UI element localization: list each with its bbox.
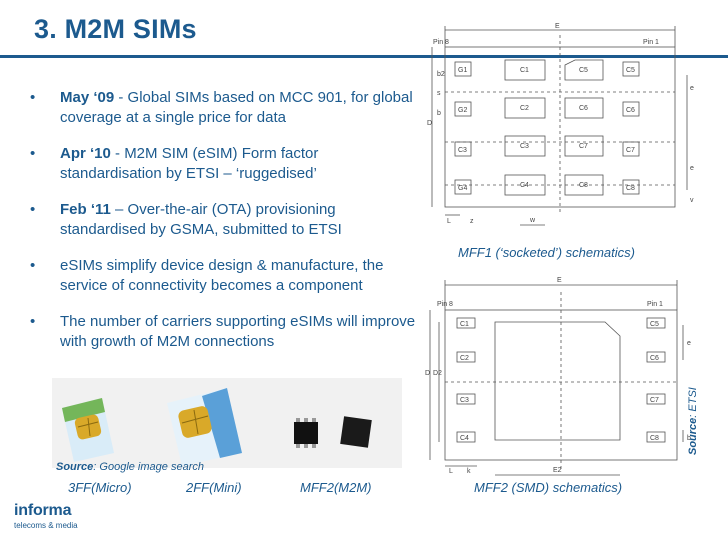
bullet-item: • The number of carriers supporting eSIMs… bbox=[22, 312, 422, 352]
mff2-dim: k bbox=[467, 468, 471, 475]
etsi-source-value: : ETSI bbox=[687, 387, 699, 418]
logo-subtitle: telecoms & media bbox=[14, 521, 78, 530]
informa-logo: informa bbox=[14, 502, 72, 519]
mff1-label-pin1: Pin 1 bbox=[643, 39, 659, 46]
mff1-dim: v bbox=[690, 197, 694, 204]
mff1-contact: C4 bbox=[520, 182, 529, 189]
mff2-pad: C5 bbox=[650, 321, 659, 328]
mff1-dim: e bbox=[690, 85, 694, 92]
mff1-dim: e bbox=[690, 165, 694, 172]
mff1-pad: C6 bbox=[626, 107, 635, 114]
bullet-symbol: • bbox=[30, 201, 36, 218]
mff2-label-pin8: Pin 8 bbox=[437, 301, 453, 308]
mff1-contact: C3 bbox=[520, 143, 529, 150]
mff2-dim: D2 bbox=[433, 370, 442, 377]
label-3ff: 3FF(Micro) bbox=[68, 480, 132, 495]
mff1-pad: G1 bbox=[458, 67, 467, 74]
mff2-pad: C7 bbox=[650, 397, 659, 404]
mff2-dim: b bbox=[687, 435, 691, 442]
bullet-symbol: • bbox=[30, 313, 36, 330]
mff2-pad: C4 bbox=[460, 435, 469, 442]
mff2-label-e: E bbox=[557, 277, 562, 284]
mff1-label-pin8: Pin 8 bbox=[433, 39, 449, 46]
mff2-pad: C8 bbox=[650, 435, 659, 442]
sim-photo-strip bbox=[52, 378, 402, 468]
slide-title: 3. M2M SIMs bbox=[34, 14, 197, 44]
mff1-pad: C7 bbox=[626, 147, 635, 154]
bullet-list: • May ‘09 - Global SIMs based on MCC 901,… bbox=[22, 88, 422, 368]
bullet-date: Apr ‘10 bbox=[60, 145, 111, 162]
bullet-item: • Feb ‘11 – Over-the-air (OTA) provisioni… bbox=[22, 200, 422, 240]
mff1-pad: G2 bbox=[458, 107, 467, 114]
mff1-dim: b bbox=[437, 110, 441, 117]
image-source-label: Source bbox=[56, 461, 94, 473]
bullet-text: - Global SIMs based on MCC 901, for glob… bbox=[60, 89, 413, 126]
mff1-schematic: E Pin 8 Pin 1 G1 G2 C3 G4 C5 C6 C7 C8 C1… bbox=[427, 23, 694, 226]
mff1-pad: C3 bbox=[458, 147, 467, 154]
mff1-dim: s bbox=[437, 90, 441, 97]
mff1-contact: C2 bbox=[520, 105, 529, 112]
mini-sim-image bbox=[167, 388, 242, 466]
mff2-dim: D bbox=[425, 370, 430, 377]
image-source-value: : Google image search bbox=[93, 461, 204, 473]
mff2-dim: L bbox=[449, 468, 453, 475]
mff2-schematic: E Pin 8 Pin 1 C1 C2 C3 C4 C5 C6 C7 C8 D … bbox=[425, 277, 691, 476]
mff2-dim: E2 bbox=[553, 467, 562, 474]
image-source-note: Source: Google image search bbox=[56, 461, 204, 473]
mff1-pad: G4 bbox=[458, 185, 467, 192]
bullet-text: - M2M SIM (eSIM) Form factor standardisa… bbox=[60, 145, 319, 182]
mff1-dim: w bbox=[529, 217, 536, 224]
title-rule bbox=[0, 55, 728, 58]
mff1-contact: C8 bbox=[579, 182, 588, 189]
mff2-label-pin1: Pin 1 bbox=[647, 301, 663, 308]
bullet-symbol: • bbox=[30, 257, 36, 274]
bullet-text: The number of carriers supporting eSIMs … bbox=[60, 313, 416, 350]
bullet-date: Feb ‘11 bbox=[60, 201, 111, 218]
mff1-contact: C6 bbox=[579, 105, 588, 112]
etsi-source-label: Source bbox=[687, 417, 699, 455]
bullet-symbol: • bbox=[30, 89, 36, 106]
bullet-date: May ‘09 bbox=[60, 89, 115, 106]
mff2-pad: C6 bbox=[650, 355, 659, 362]
etsi-source-note: Source: ETSI bbox=[687, 387, 699, 455]
mff1-contact: C1 bbox=[520, 67, 529, 74]
mff2-pad: C2 bbox=[460, 355, 469, 362]
bullet-text: – Over-the-air (OTA) provisioning standa… bbox=[60, 201, 342, 238]
mff1-caption: MFF1 (‘socketed’) schematics) bbox=[458, 245, 635, 260]
mff2-pad: C1 bbox=[460, 321, 469, 328]
mff1-pad: C8 bbox=[626, 185, 635, 192]
mff2-pad: C3 bbox=[460, 397, 469, 404]
mff1-dim: b2 bbox=[437, 71, 445, 78]
mff2-dim: e bbox=[687, 340, 691, 347]
mff1-contact: C7 bbox=[579, 143, 588, 150]
bullet-text: eSIMs simplify device design & manufactu… bbox=[60, 257, 384, 294]
bullet-item: • Apr ‘10 - M2M SIM (eSIM) Form factor st… bbox=[22, 144, 422, 184]
mff2-caption: MFF2 (SMD) schematics) bbox=[474, 480, 623, 495]
mff1-dim: D bbox=[427, 120, 432, 127]
mff1-dim: L bbox=[447, 218, 451, 225]
label-mff2: MFF2(M2M) bbox=[300, 480, 372, 495]
bullet-item: • May ‘09 - Global SIMs based on MCC 901,… bbox=[22, 88, 422, 128]
bullet-symbol: • bbox=[30, 145, 36, 162]
bullet-item: • eSIMs simplify device design & manufact… bbox=[22, 256, 422, 296]
mff1-pad: C5 bbox=[626, 67, 635, 74]
mff1-contact: C5 bbox=[579, 67, 588, 74]
micro-sim-image bbox=[62, 398, 114, 462]
mff2-chip-image bbox=[294, 416, 372, 448]
mff1-label-e: E bbox=[555, 23, 560, 30]
label-2ff: 2FF(Mini) bbox=[186, 480, 242, 495]
mff1-dim: z bbox=[470, 218, 474, 225]
